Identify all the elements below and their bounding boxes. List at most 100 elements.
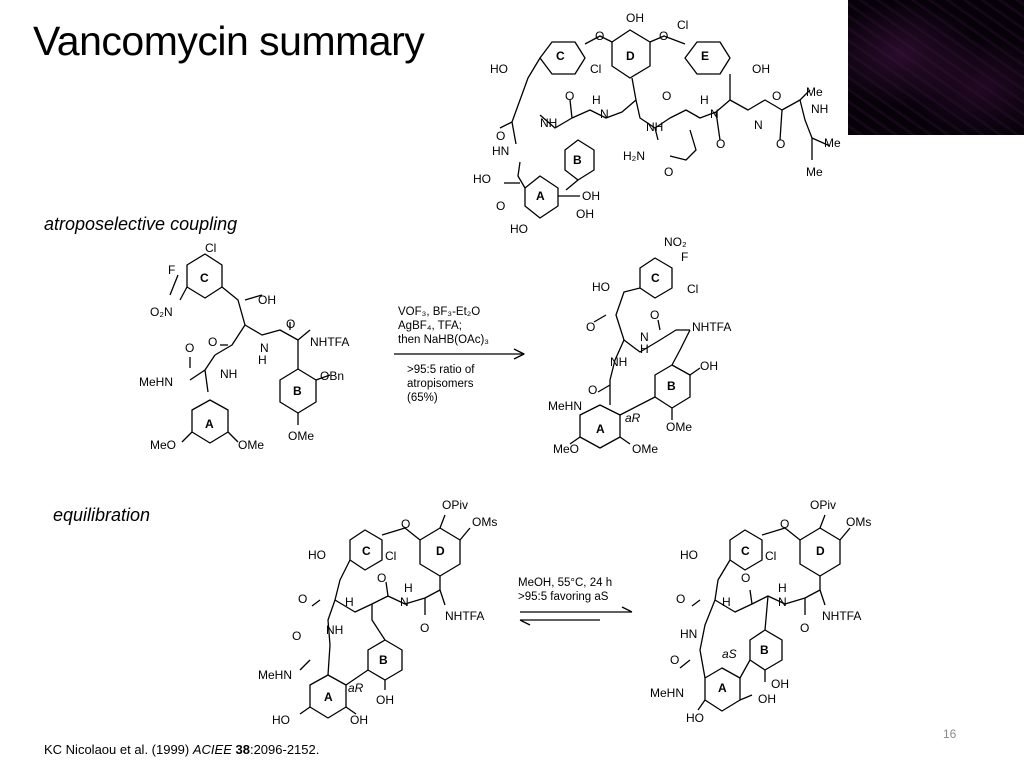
label-n: N [640, 330, 649, 344]
label-o: O [208, 335, 217, 349]
label-meo: MeO [150, 438, 176, 452]
label-oh: OH [350, 713, 368, 727]
label-me: Me [806, 85, 823, 99]
label-o: O [292, 629, 301, 643]
ring-c-label: C [741, 544, 750, 558]
label-n: N [260, 341, 269, 355]
label-mehn: MeHN [139, 375, 173, 389]
ring-b-label: B [573, 153, 582, 167]
label-o: O [716, 137, 725, 151]
label-ho: HO [686, 711, 704, 725]
section-label-equilibration: equilibration [53, 505, 151, 525]
label-cl: Cl [205, 241, 216, 255]
label-ar: aR [348, 681, 364, 695]
label-f: F [681, 250, 688, 264]
label-nhtfa: NHTFA [310, 335, 349, 349]
label-n: N [710, 107, 719, 121]
equilibrium-arrows [519, 606, 633, 626]
label-ome: OMe [666, 420, 692, 434]
ring-b-label: B [760, 643, 769, 657]
label-ho: HO [510, 222, 528, 236]
label-h: H [345, 595, 354, 609]
label-oh: OH [758, 692, 776, 706]
label-nh: NH [540, 116, 557, 130]
label-o: O [565, 89, 574, 103]
label-as: aS [722, 647, 737, 661]
corner-photo [848, 0, 1024, 135]
label-opiv: OPiv [442, 498, 468, 512]
label-hn: HN [680, 627, 697, 641]
label-cl: Cl [765, 549, 776, 563]
label-h2n: H₂N [623, 149, 645, 163]
label-oms: OMs [846, 515, 871, 529]
label-h: H [778, 581, 787, 595]
label-o: O [420, 621, 429, 635]
label-ho: HO [308, 548, 326, 562]
label-ome: OMe [632, 442, 658, 456]
label-cl: Cl [677, 18, 688, 32]
label-cl: Cl [590, 62, 601, 76]
label-h: H [258, 353, 267, 367]
label-f: F [168, 263, 175, 277]
equilibration-product [679, 514, 851, 712]
condition-line: VOF₃, BF₃-Et₂O [398, 306, 481, 318]
label-o: O [800, 621, 809, 635]
citation-volume: 38 [235, 742, 250, 757]
ring-c-label: C [362, 544, 371, 558]
ring-a-label: A [205, 417, 214, 431]
label-oh: OH [626, 11, 644, 25]
label-ho: HO [680, 548, 698, 562]
condition-line: AgBF₄, TFA; [398, 320, 462, 332]
label-nh: NH [326, 623, 343, 637]
label-oh: OH [700, 359, 718, 373]
ring-c-label: C [556, 49, 565, 63]
label-nh: NH [610, 355, 627, 369]
result-line: atropisomers [407, 378, 474, 390]
condition-line: then NaHB(OAc)₃ [398, 334, 489, 346]
condition-line: MeOH, 55°C, 24 h [518, 577, 613, 589]
label-oh: OH [582, 189, 600, 203]
label-h: H [592, 93, 601, 107]
label-ho: HO [272, 713, 290, 727]
reaction-1-results: >95:5 ratio of atropisomers (65%) [407, 363, 474, 405]
label-o: O [595, 29, 604, 43]
label-nhtfa: NHTFA [692, 320, 731, 334]
result-line: (65%) [407, 392, 438, 404]
label-mehn: MeHN [650, 686, 684, 700]
ring-c-label: C [200, 271, 209, 285]
label-ho: HO [490, 62, 508, 76]
label-ar: aR [625, 411, 641, 425]
page-number: 16 [943, 727, 957, 741]
label-o: O [670, 653, 679, 667]
label-h: H [404, 581, 413, 595]
ring-d-label: D [816, 544, 825, 558]
label-meo: MeO [553, 442, 579, 456]
citation-pages: :2096-2152. [249, 742, 320, 757]
label-nh: NH [220, 367, 237, 381]
label-o: O [298, 592, 307, 606]
label-h: H [700, 93, 709, 107]
ring-d-label: D [626, 49, 635, 63]
ring-b-label: B [379, 653, 388, 667]
ring-b-label: B [293, 384, 302, 398]
reaction-arrow-1 [394, 348, 525, 360]
label-opiv: OPiv [810, 498, 836, 512]
label-no2: NO₂ [664, 235, 687, 249]
label-nhtfa: NHTFA [822, 609, 861, 623]
label-o: O [664, 165, 673, 179]
label-o: O [496, 129, 505, 143]
ring-c-label: C [651, 271, 660, 285]
label-o: O [676, 592, 685, 606]
label-ome: OMe [288, 429, 314, 443]
label-cl: Cl [687, 282, 698, 296]
label-h: H [640, 342, 649, 356]
label-o: O [586, 320, 595, 334]
condition-line: >95:5 favoring aS [518, 591, 609, 603]
ring-a-label: A [718, 681, 727, 695]
label-o: O [662, 89, 671, 103]
ring-a-label: A [536, 189, 545, 203]
label-oh: OH [752, 62, 770, 76]
label-o: O [588, 383, 597, 397]
label-o: O [772, 89, 781, 103]
label-me: Me [824, 136, 841, 150]
